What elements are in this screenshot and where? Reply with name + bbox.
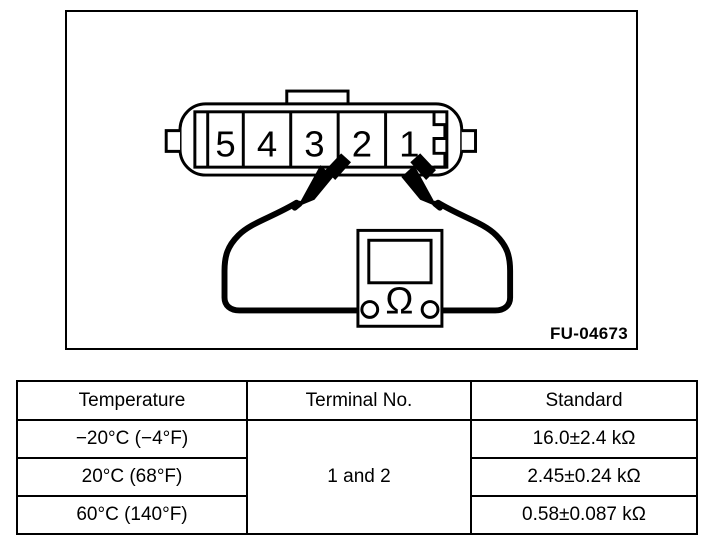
cell-terminal-no: 1 and 2: [246, 419, 472, 535]
header-temperature: Temperature: [16, 380, 248, 421]
table-header-row: Temperature Terminal No. Standard: [16, 380, 698, 421]
multimeter-display: [367, 238, 433, 285]
table-row: 60°C (140°F) 0.58±0.087 kΩ: [16, 495, 698, 535]
connector-left-tab: [164, 129, 181, 153]
multimeter-jack-left: [360, 300, 380, 319]
ohm-symbol: Ω: [385, 279, 413, 321]
test-probe-terminal-2: [291, 153, 352, 211]
multimeter-jack-right: [420, 300, 440, 319]
connector-measurement-diagram: 5 4 3 2 1 Ω: [164, 89, 514, 328]
connector-right-notch: [432, 111, 447, 169]
terminal-label-5: 5: [215, 123, 235, 164]
terminal-label-1: 1: [399, 123, 419, 164]
table-row: −20°C (−4°F) 1 and 2 16.0±2.4 kΩ: [16, 419, 698, 535]
cell-standard: 16.0±2.4 kΩ: [470, 419, 698, 459]
cell-standard: 0.58±0.087 kΩ: [470, 495, 698, 535]
diagram-panel: 5 4 3 2 1 Ω FU-04673: [65, 10, 638, 350]
figure-reference-label: FU-04673: [550, 324, 628, 343]
connector-right-tab: [461, 129, 478, 153]
table-row: 20°C (68°F) 2.45±0.24 kΩ: [16, 457, 698, 497]
header-standard: Standard: [470, 380, 698, 421]
terminal-label-3: 3: [304, 123, 324, 164]
header-terminal-no: Terminal No.: [246, 380, 472, 421]
cell-temperature: 60°C (140°F): [16, 495, 248, 535]
specification-table: Temperature Terminal No. Standard −20°C …: [16, 380, 698, 535]
test-lead-wire-right: [396, 199, 514, 314]
cell-temperature: −20°C (−4°F): [16, 419, 248, 459]
test-probe-terminal-1: [401, 153, 443, 211]
terminal-label-4: 4: [257, 123, 277, 164]
cell-temperature: 20°C (68°F): [16, 457, 248, 497]
cell-standard: 2.45±0.24 kΩ: [470, 457, 698, 497]
test-lead-wire-left: [221, 199, 361, 314]
terminal-label-2: 2: [352, 123, 372, 164]
